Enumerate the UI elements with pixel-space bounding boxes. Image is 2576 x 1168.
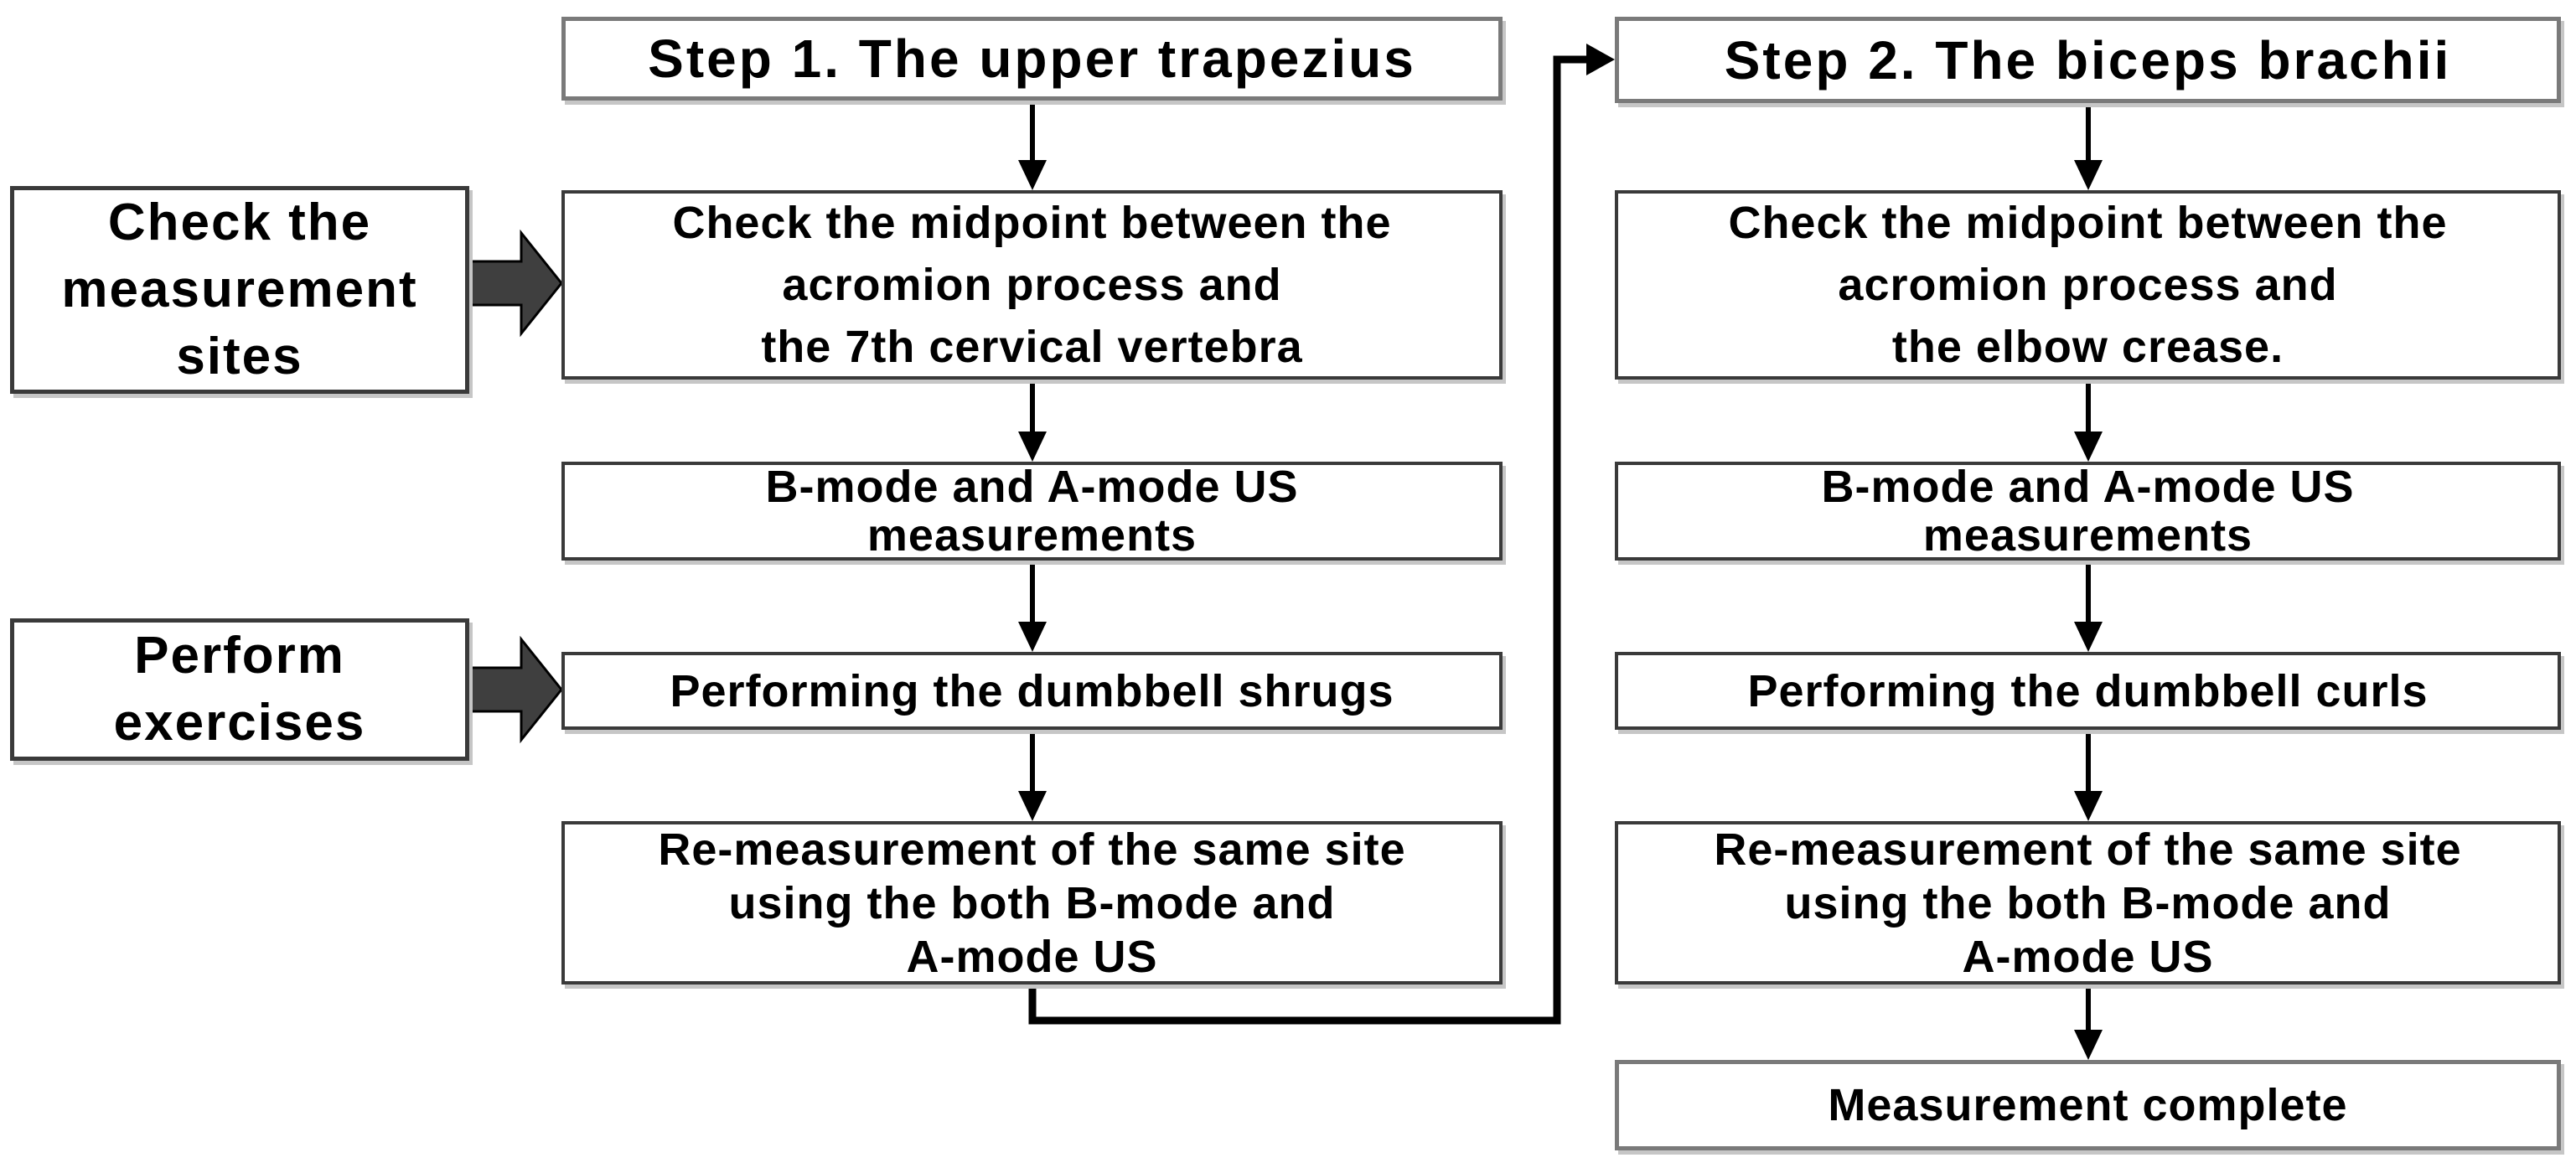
- step2-dumbbell-curls-box: Performing the dumbbell curls: [1615, 652, 2561, 730]
- step2-us-measurements-box: B-mode and A-mode US measurements: [1615, 462, 2561, 561]
- step1-remeasurement-text: Re-measurement of the same site using th…: [658, 824, 1406, 982]
- step2-remeasurement-text: Re-measurement of the same site using th…: [1714, 824, 2462, 982]
- step1-us-measurements-box: B-mode and A-mode US measurements: [561, 462, 1503, 561]
- step1-header-box: Step 1. The upper trapezius: [561, 17, 1503, 101]
- step2-header-box: Step 2. The biceps brachii: [1615, 17, 2561, 103]
- step2-check-midpoint-box: Check the midpoint between the acromion …: [1615, 190, 2561, 380]
- step1-dumbbell-shrugs-text: Performing the dumbbell shrugs: [670, 665, 1394, 716]
- perform-exercises-block-arrow-icon: [469, 635, 563, 744]
- step1-dumbbell-shrugs-box: Performing the dumbbell shrugs: [561, 652, 1503, 730]
- step2-dumbbell-curls-text: Performing the dumbbell curls: [1747, 665, 2429, 716]
- step2-check-midpoint-text: Check the midpoint between the acromion …: [1728, 198, 2448, 372]
- check-measurement-sites-label: Check the measurement sites: [10, 186, 469, 394]
- arrow-step2-remeasure-to-complete: [2074, 985, 2103, 1060]
- step1-header-text: Step 1. The upper trapezius: [648, 28, 1416, 89]
- step1-check-midpoint-text: Check the midpoint between the acromion …: [672, 198, 1392, 372]
- arrow-step1-us-to-shrugs: [1018, 561, 1047, 652]
- arrow-step1-midpoint-to-us: [1018, 380, 1047, 462]
- measurement-complete-box: Measurement complete: [1615, 1060, 2561, 1150]
- step2-us-measurements-text: B-mode and A-mode US measurements: [1821, 462, 2355, 561]
- step1-us-measurements-text: B-mode and A-mode US measurements: [765, 462, 1299, 561]
- step2-header-text: Step 2. The biceps brachii: [1724, 29, 2452, 90]
- arrow-step2-us-to-curls: [2074, 561, 2103, 652]
- arrow-step1-shrugs-to-remeasure: [1018, 730, 1047, 821]
- check-sites-block-arrow-icon: [469, 229, 563, 338]
- arrow-step2-header-to-midpoint: [2074, 103, 2103, 190]
- arrow-step2-curls-to-remeasure: [2074, 730, 2103, 821]
- step2-remeasurement-box: Re-measurement of the same site using th…: [1615, 821, 2561, 985]
- arrow-step1-header-to-midpoint: [1018, 101, 1047, 190]
- measurement-complete-text: Measurement complete: [1828, 1080, 2348, 1130]
- step1-check-midpoint-box: Check the midpoint between the acromion …: [561, 190, 1503, 380]
- arrow-step2-midpoint-to-us: [2074, 380, 2103, 462]
- step1-remeasurement-box: Re-measurement of the same site using th…: [561, 821, 1503, 985]
- perform-exercises-label-text: Perform exercises: [113, 627, 366, 752]
- check-measurement-sites-label-text: Check the measurement sites: [61, 194, 418, 385]
- perform-exercises-label: Perform exercises: [10, 618, 469, 761]
